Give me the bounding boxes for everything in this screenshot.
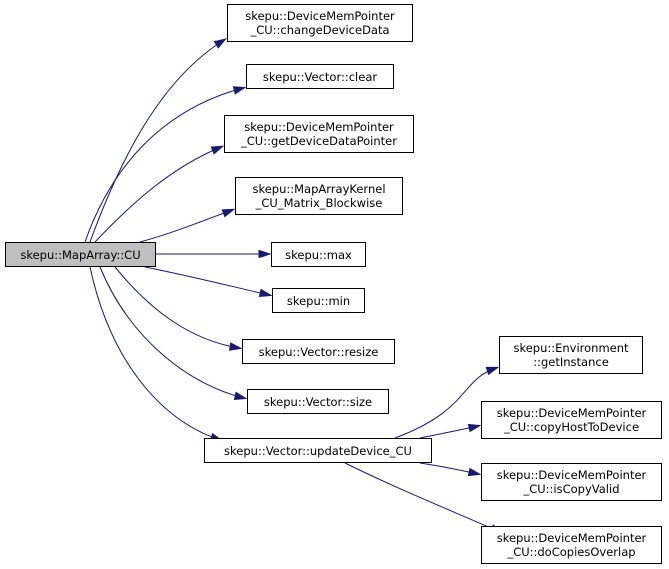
node-label-line: _CU_Matrix_Blockwise	[255, 196, 383, 210]
node-vectorResize[interactable]: skepu::Vector::resize	[242, 339, 395, 364]
arrowhead-vectorResize	[228, 342, 243, 351]
node-updateDevice[interactable]: skepu::Vector::updateDevice_CU	[204, 438, 432, 463]
node-label-line: _CU::isCopyValid	[523, 482, 620, 496]
arrowhead-max	[258, 249, 272, 259]
edge-root-to-updateDevice	[89, 266, 221, 441]
edge-root-to-mapArrayKernel	[139, 209, 233, 243]
node-getInstance[interactable]: skepu::Environment::getInstance	[499, 336, 643, 374]
arrowhead-getInstance	[485, 366, 500, 376]
node-label-line: skepu::MapArray::CU	[20, 247, 141, 262]
node-copyHostToDevice[interactable]: skepu::DeviceMemPointer_CU::copyHostToDe…	[481, 401, 662, 439]
edge-root-to-getDeviceDataPointer	[94, 146, 222, 243]
node-label-line: skepu::DeviceMemPointer	[245, 9, 395, 23]
node-label-line: skepu::max	[285, 247, 352, 262]
node-vectorClear[interactable]: skepu::Vector::clear	[246, 64, 394, 89]
edge-root-to-changeDeviceData	[89, 39, 225, 243]
node-label-line: skepu::Environment	[513, 341, 629, 355]
arrowhead-min	[258, 288, 273, 298]
edge-updateDevice-to-getInstance	[394, 367, 497, 439]
node-label-line: skepu::Vector::updateDevice_CU	[224, 443, 412, 458]
node-max[interactable]: skepu::max	[271, 242, 366, 267]
node-label-line: skepu::Vector::size	[263, 394, 373, 409]
arrowhead-copyHostToDevice	[467, 423, 482, 433]
edge-root-to-vectorClear	[84, 87, 244, 243]
node-doCopiesOverlap[interactable]: skepu::DeviceMemPointer_CU::doCopiesOver…	[481, 526, 662, 564]
node-label-line: skepu::DeviceMemPointer	[496, 406, 647, 420]
edge-root-to-vectorResize	[114, 266, 240, 349]
edge-root-to-vectorSize	[99, 266, 245, 399]
node-label-line: _CU::copyHostToDevice	[503, 420, 640, 434]
node-label-line: _CU::getDeviceDataPointer	[241, 134, 397, 148]
arrowhead-isCopyValid	[467, 467, 482, 477]
arrowhead-vectorSize	[233, 391, 248, 400]
arrowhead-vectorClear	[232, 86, 247, 95]
edge-root-to-min	[144, 266, 270, 296]
node-isCopyValid[interactable]: skepu::DeviceMemPointer_CU::isCopyValid	[481, 463, 662, 501]
node-root: skepu::MapArray::CU	[5, 242, 156, 267]
arrowhead-getDeviceDataPointer	[210, 145, 225, 155]
node-min[interactable]: skepu::min	[272, 288, 365, 313]
node-label-line: _CU::doCopiesOverlap	[507, 545, 636, 559]
node-vectorSize[interactable]: skepu::Vector::size	[247, 389, 389, 414]
node-getDeviceDataPointer[interactable]: skepu::DeviceMemPointer_CU::getDeviceDat…	[224, 115, 414, 153]
node-label-line: ::getInstance	[533, 355, 609, 369]
node-label-line: skepu::min	[286, 293, 351, 308]
arrowhead-changeDeviceData	[213, 38, 228, 49]
node-label-line: skepu::DeviceMemPointer	[244, 120, 394, 134]
node-label-line: skepu::DeviceMemPointer	[496, 468, 647, 482]
arrowhead-mapArrayKernel	[221, 208, 236, 218]
node-mapArrayKernel[interactable]: skepu::MapArrayKernel_CU_Matrix_Blockwis…	[235, 177, 403, 215]
node-label-line: skepu::Vector::clear	[262, 69, 378, 84]
node-changeDeviceData[interactable]: skepu::DeviceMemPointer_CU::changeDevice…	[227, 4, 413, 42]
node-label-line: skepu::MapArrayKernel	[252, 182, 386, 196]
node-label-line: _CU::changeDeviceData	[250, 23, 390, 37]
node-label-line: skepu::DeviceMemPointer	[496, 531, 647, 545]
node-label-line: skepu::Vector::resize	[258, 344, 379, 359]
edge-updateDevice-to-doCopiesOverlap	[344, 462, 501, 533]
